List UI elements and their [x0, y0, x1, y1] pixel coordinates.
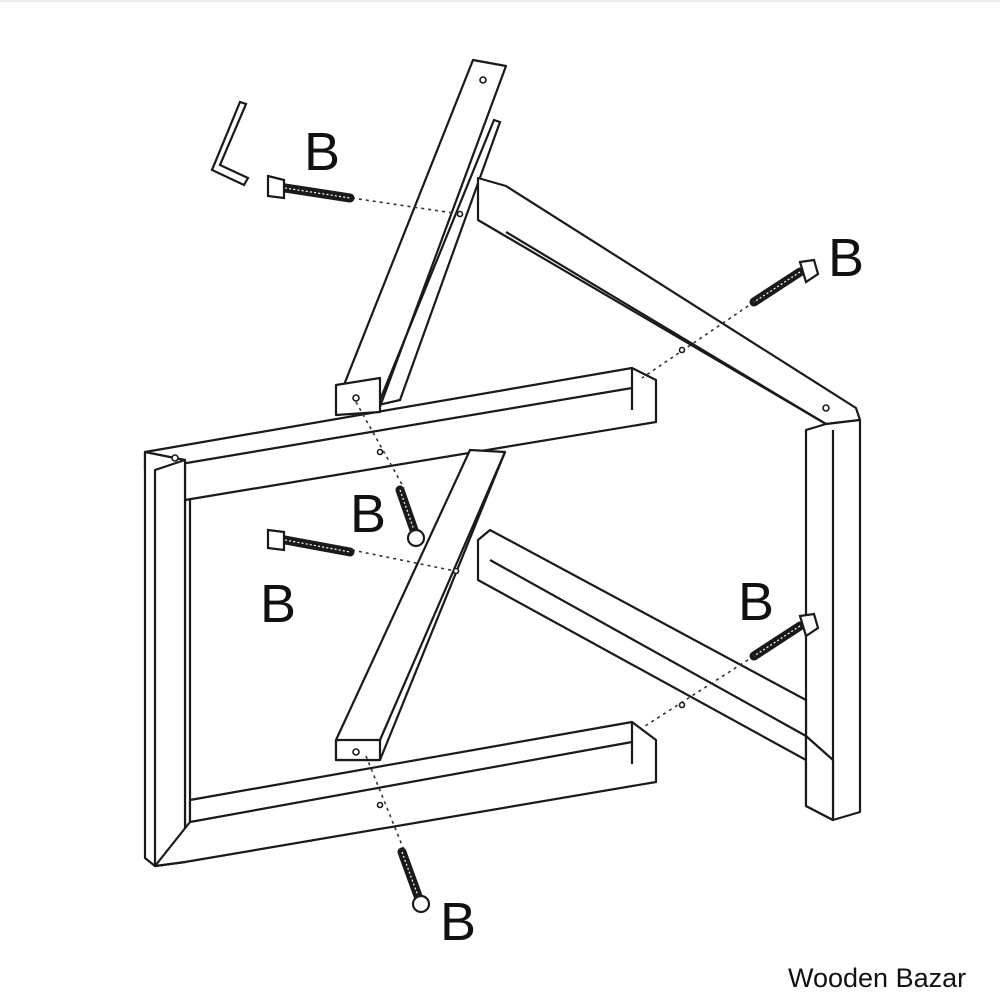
part-label-b: B	[828, 228, 864, 288]
front-frame-hole	[171, 454, 179, 462]
back-frame-bracket	[334, 58, 862, 822]
back-frame-hole	[822, 404, 830, 412]
hole-marker	[456, 210, 464, 218]
watermark: Wooden Bazar	[788, 963, 966, 993]
brace-top-hole	[352, 394, 360, 402]
part-label-b: B	[738, 572, 774, 632]
part-label-b: B	[440, 892, 476, 952]
screw-icon	[266, 174, 355, 203]
screw-icon	[749, 612, 820, 661]
front-frame-bracket	[143, 366, 658, 868]
part-label-b: B	[350, 484, 386, 544]
brace-bottom-hole	[352, 748, 360, 756]
cross-brace	[334, 376, 507, 762]
back-post-hole	[479, 76, 487, 84]
alignment-guides	[351, 197, 755, 851]
hole-marker	[376, 448, 384, 456]
screw-icon	[395, 485, 426, 548]
screw-icon	[397, 847, 431, 914]
screw-icon	[749, 258, 820, 307]
hole-marker	[376, 801, 384, 809]
hole-marker	[678, 346, 686, 354]
part-label-b: B	[304, 122, 340, 182]
part-label-b: B	[260, 574, 296, 634]
allen-key-icon	[210, 100, 250, 187]
screw-icon	[266, 528, 355, 557]
hole-marker	[678, 701, 686, 709]
hole-marker	[452, 567, 460, 575]
